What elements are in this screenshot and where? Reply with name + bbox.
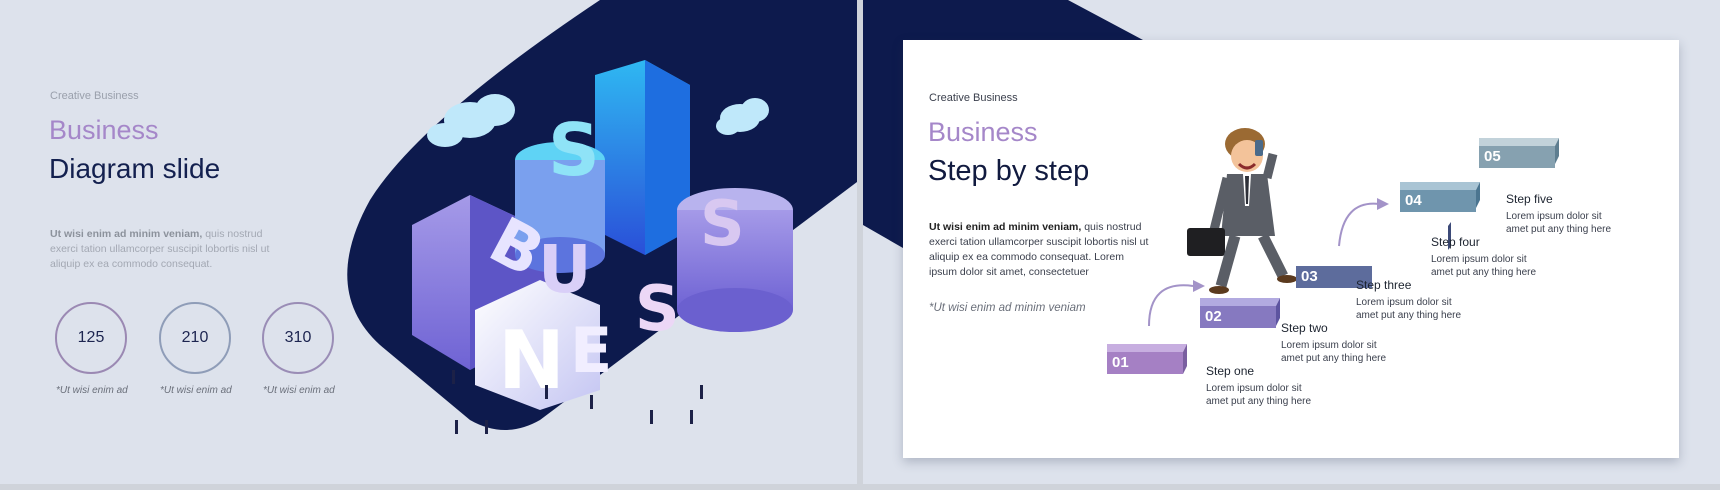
body-rest: quis nostrud exerci tation ullamcorper s… — [50, 228, 270, 270]
svg-text:N: N — [498, 314, 565, 407]
body-paragraph: Ut wisi enim ad minim veniam, quis nostr… — [50, 227, 270, 272]
stat-circle-3: 310 — [262, 302, 334, 374]
step-block-01: 01 — [1107, 352, 1183, 374]
stat-caption-2: *Ut wisi enim ad — [160, 385, 232, 396]
page-title: Diagram slide — [49, 153, 221, 184]
step-block-04: 04 — [1400, 190, 1476, 212]
step-title-1: Step one — [1206, 364, 1255, 378]
svg-text:E: E — [570, 314, 612, 387]
title-accent: Business — [49, 115, 159, 145]
step-blocks — [1107, 138, 1559, 374]
content-card: Creative Business Business Step by step … — [903, 40, 1679, 458]
businessman-on-phone-illustration — [1187, 128, 1297, 294]
step-arrows — [1148, 198, 1389, 327]
stat-circle-1: 125 — [55, 302, 127, 374]
stat-circle-2: 210 — [159, 302, 231, 374]
svg-text:S: S — [635, 272, 680, 345]
svg-text:U: U — [538, 231, 592, 308]
step-title-2: Step two — [1281, 321, 1328, 335]
slide-left[interactable]: B S U N E S S Creative Business Business… — [0, 0, 857, 484]
step-desc-4: Lorem ipsum dolor sit amet put any thing… — [1431, 254, 1537, 278]
title-accent: Business — [928, 117, 1038, 147]
step-block-05: 05 — [1479, 146, 1555, 168]
step-title-5: Step five — [1506, 192, 1553, 206]
stat-caption-3: *Ut wisi enim ad — [263, 385, 335, 396]
slide-right[interactable]: Creative Business Business Step by step … — [863, 0, 1720, 484]
eyebrow-label: Creative Business — [50, 90, 139, 102]
body-paragraph: Ut wisi enim ad minim veniam, quis nostr… — [929, 220, 1151, 280]
page-title: Step by step — [928, 155, 1090, 187]
body-rest: quis nostrud exerci tation ullamcorper s… — [929, 221, 1149, 278]
svg-text:S: S — [548, 108, 600, 192]
step-title-4: Step four — [1431, 235, 1480, 249]
business-isometric-city-illustration: B S U N E S S — [412, 60, 793, 434]
step-desc-1: Lorem ipsum dolor sit amet put any thing… — [1206, 383, 1312, 407]
quote-text: *Ut wisi enim ad minim veniam — [929, 302, 1086, 314]
step-desc-5: Lorem ipsum dolor sit amet put any thing… — [1506, 211, 1612, 235]
body-bold-lead: Ut wisi enim ad minim veniam, — [50, 228, 203, 240]
svg-text:S: S — [700, 187, 745, 260]
step-desc-3: Lorem ipsum dolor sit amet put any thing… — [1356, 297, 1462, 321]
step-block-02: 02 — [1200, 306, 1276, 328]
navy-corner-shape — [863, 0, 1143, 248]
body-bold-lead: Ut wisi enim ad minim veniam, — [929, 221, 1082, 233]
stat-caption-1: *Ut wisi enim ad — [56, 385, 128, 396]
step-block-03: 03 — [1296, 266, 1372, 288]
step-title-3: Step three — [1356, 278, 1412, 292]
eyebrow-label: Creative Business — [929, 92, 1018, 104]
step-desc-2: Lorem ipsum dolor sit amet put any thing… — [1281, 340, 1387, 364]
